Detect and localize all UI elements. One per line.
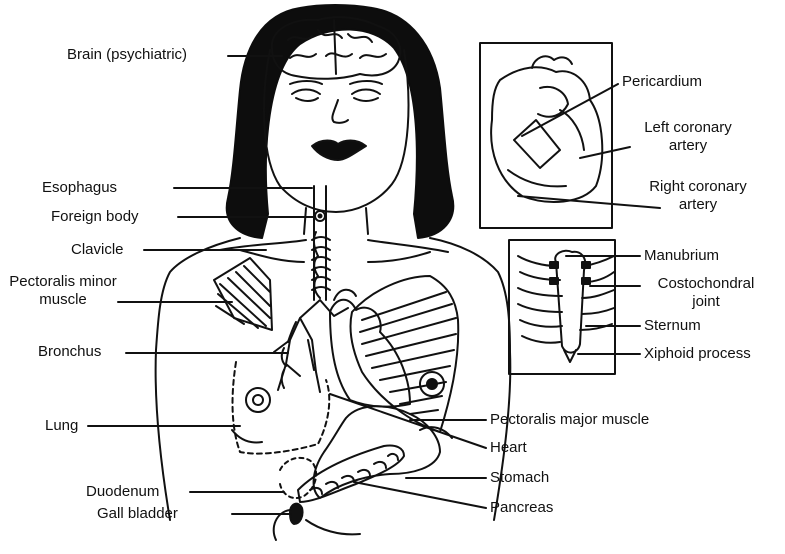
label-right-coronary: Right coronary artery [634, 178, 762, 214]
label-sternum: Sternum [644, 317, 701, 335]
left-eye [292, 90, 320, 102]
right-eye [352, 90, 380, 102]
label-costochondral-line2: joint [644, 293, 768, 311]
label-esophagus: Esophagus [42, 179, 117, 197]
clavicle [240, 250, 430, 262]
label-pectoralis-minor: Pectoralis minor muscle [3, 273, 123, 309]
nose [332, 100, 348, 123]
gall-bladder [290, 504, 303, 524]
label-pectoralis-major: Pectoralis major muscle [490, 411, 649, 429]
pectoralis-minor [214, 258, 272, 330]
label-left-coronary-line2: artery [632, 137, 744, 155]
label-left-coronary: Left coronary artery [632, 119, 744, 155]
hair [227, 5, 454, 238]
label-pericardium: Pericardium [622, 73, 702, 91]
trachea [314, 186, 326, 300]
label-pectoralis-minor-line2: muscle [3, 291, 123, 309]
bronchus [274, 300, 348, 392]
sternum-inset-drawing [518, 251, 614, 362]
label-costochondral-line1: Costochondral [644, 275, 768, 293]
label-bronchus: Bronchus [38, 343, 101, 361]
label-pectoralis-minor-line1: Pectoralis minor [3, 273, 123, 291]
label-right-coronary-line2: artery [634, 196, 762, 214]
label-pancreas: Pancreas [490, 499, 553, 517]
label-duodenum: Duodenum [86, 483, 159, 501]
label-heart: Heart [490, 439, 527, 457]
pectoralis-major [350, 276, 458, 432]
label-clavicle: Clavicle [71, 241, 124, 259]
label-manubrium: Manubrium [644, 247, 719, 265]
label-foreign-body: Foreign body [51, 208, 139, 226]
heart-inset-frame [480, 43, 612, 228]
label-gall-bladder: Gall bladder [97, 505, 178, 523]
lips [312, 141, 366, 161]
lung [233, 362, 330, 454]
label-left-coronary-line1: Left coronary [632, 119, 744, 137]
label-brain: Brain (psychiatric) [67, 46, 187, 64]
label-xiphoid: Xiphoid process [644, 345, 751, 363]
label-stomach: Stomach [490, 469, 549, 487]
left-nipple [246, 388, 270, 412]
label-lung: Lung [45, 417, 78, 435]
heart-inset-drawing [491, 56, 602, 202]
label-costochondral-joint: Costochondral joint [644, 275, 768, 311]
label-right-coronary-line1: Right coronary [634, 178, 762, 196]
